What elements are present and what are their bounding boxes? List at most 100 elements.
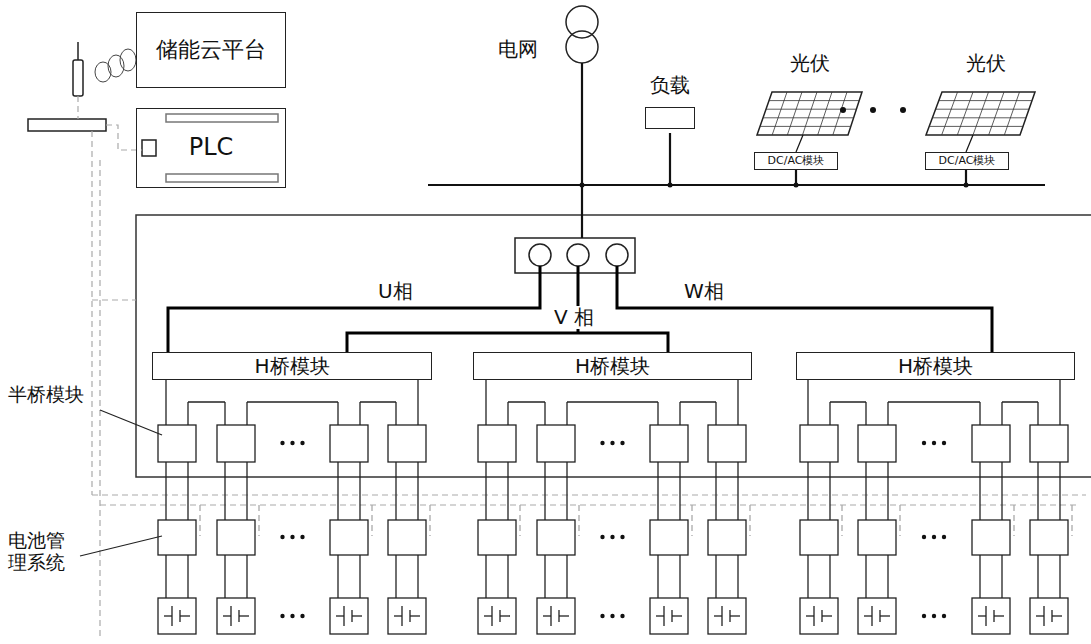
half-bridge-module [478, 425, 516, 462]
half-bridge-module [330, 425, 368, 462]
battery-plate [656, 615, 664, 616]
cloud-icon [95, 62, 111, 82]
ellipsis-dot [922, 535, 926, 539]
bms-module [217, 520, 255, 555]
battery-cell [858, 598, 896, 634]
module-lead [715, 402, 716, 425]
pv-cell-line [1004, 92, 1019, 135]
half-bridge-module [800, 425, 838, 462]
pv-cell-line [957, 92, 973, 135]
battery-plate [239, 615, 249, 616]
breaker-pole [606, 244, 628, 266]
comm-line [899, 505, 900, 536]
pv-cell-line [833, 92, 847, 135]
module-lead [246, 402, 247, 425]
ac-bus [428, 184, 1045, 186]
battery-plate [880, 615, 890, 616]
ellipsis-dot [620, 441, 624, 445]
module-lead [1059, 555, 1060, 598]
module-lead [507, 555, 508, 598]
bms-module [158, 520, 196, 555]
bms-module [650, 520, 688, 555]
w-phase-line [617, 266, 992, 352]
module-lead [715, 555, 716, 598]
module-lead [807, 555, 808, 598]
module-lead [1059, 462, 1060, 520]
module-lead [395, 555, 396, 598]
module-lead [165, 380, 166, 425]
pv-cell-line [803, 92, 818, 135]
module-jumper [680, 401, 716, 402]
pv-cell-line [818, 92, 832, 135]
module-lead [657, 402, 658, 425]
battery-plate [714, 615, 722, 616]
module-lead [246, 462, 247, 520]
module-lead [224, 402, 225, 425]
battery-cell [330, 598, 368, 634]
node-label: DC/AC模块 [768, 155, 825, 168]
comm-line [258, 505, 259, 536]
pv-cell-line [929, 126, 1023, 127]
module-lead [1037, 462, 1038, 520]
comm-line [429, 505, 430, 536]
battery-plate [559, 615, 569, 616]
comm-line [199, 505, 200, 536]
load-feeder [669, 133, 671, 185]
cloud-icon [120, 49, 136, 71]
comm-line [841, 505, 842, 536]
module-lead [737, 462, 738, 520]
module-jumper [360, 401, 396, 402]
battery-cell [158, 598, 196, 634]
module-lead [865, 402, 866, 425]
ellipsis-dot [942, 441, 946, 445]
ellipsis-dot [610, 614, 614, 618]
battery-plate [672, 615, 682, 616]
bms-module [972, 520, 1010, 555]
half-bridge-module [537, 425, 575, 462]
ellipsis-dot [600, 535, 604, 539]
module-lead [224, 462, 225, 520]
module-jumper [888, 401, 980, 402]
module-lead [807, 380, 808, 425]
module-lead [679, 555, 680, 598]
module-lead [485, 555, 486, 598]
ellipsis-dot [280, 441, 284, 445]
module-jumper [1002, 401, 1038, 402]
module-lead [507, 402, 508, 425]
phase-label: W相 [684, 280, 724, 303]
battery-plate [394, 615, 402, 616]
module-lead [165, 555, 166, 598]
inverter-box: DC/AC模块 [925, 152, 1009, 170]
battery-cell [708, 598, 746, 634]
comm-line [371, 505, 372, 536]
pv-cell-line [787, 92, 802, 135]
comm-line [91, 131, 92, 495]
battery-plate [1036, 615, 1044, 616]
comm-line [92, 494, 1086, 495]
module-lead [865, 462, 866, 520]
node-label: H桥模块 [575, 355, 650, 378]
module-jumper [188, 401, 225, 402]
ellipsis-dot [942, 614, 946, 618]
module-lead [544, 555, 545, 598]
ellipsis-dot [280, 614, 284, 618]
module-lead [1001, 462, 1002, 520]
module-lead [337, 462, 338, 520]
module-lead [657, 462, 658, 520]
plc-terminals [166, 174, 278, 182]
battery-plate [730, 615, 740, 616]
leader-line [100, 410, 162, 435]
module-lead [165, 462, 166, 520]
pv-cell-line [989, 92, 1004, 135]
comm-line [519, 505, 520, 536]
callout-label: 半桥模块 [8, 384, 84, 406]
module-lead [337, 402, 338, 425]
ellipsis-dot [922, 614, 926, 618]
module-lead [829, 462, 830, 520]
module-lead [359, 462, 360, 520]
ellipsis-dot [610, 441, 614, 445]
junction-dot [794, 183, 799, 188]
node-label: H桥模块 [898, 355, 973, 378]
pv-lead [796, 135, 803, 152]
battery-plate [484, 615, 492, 616]
